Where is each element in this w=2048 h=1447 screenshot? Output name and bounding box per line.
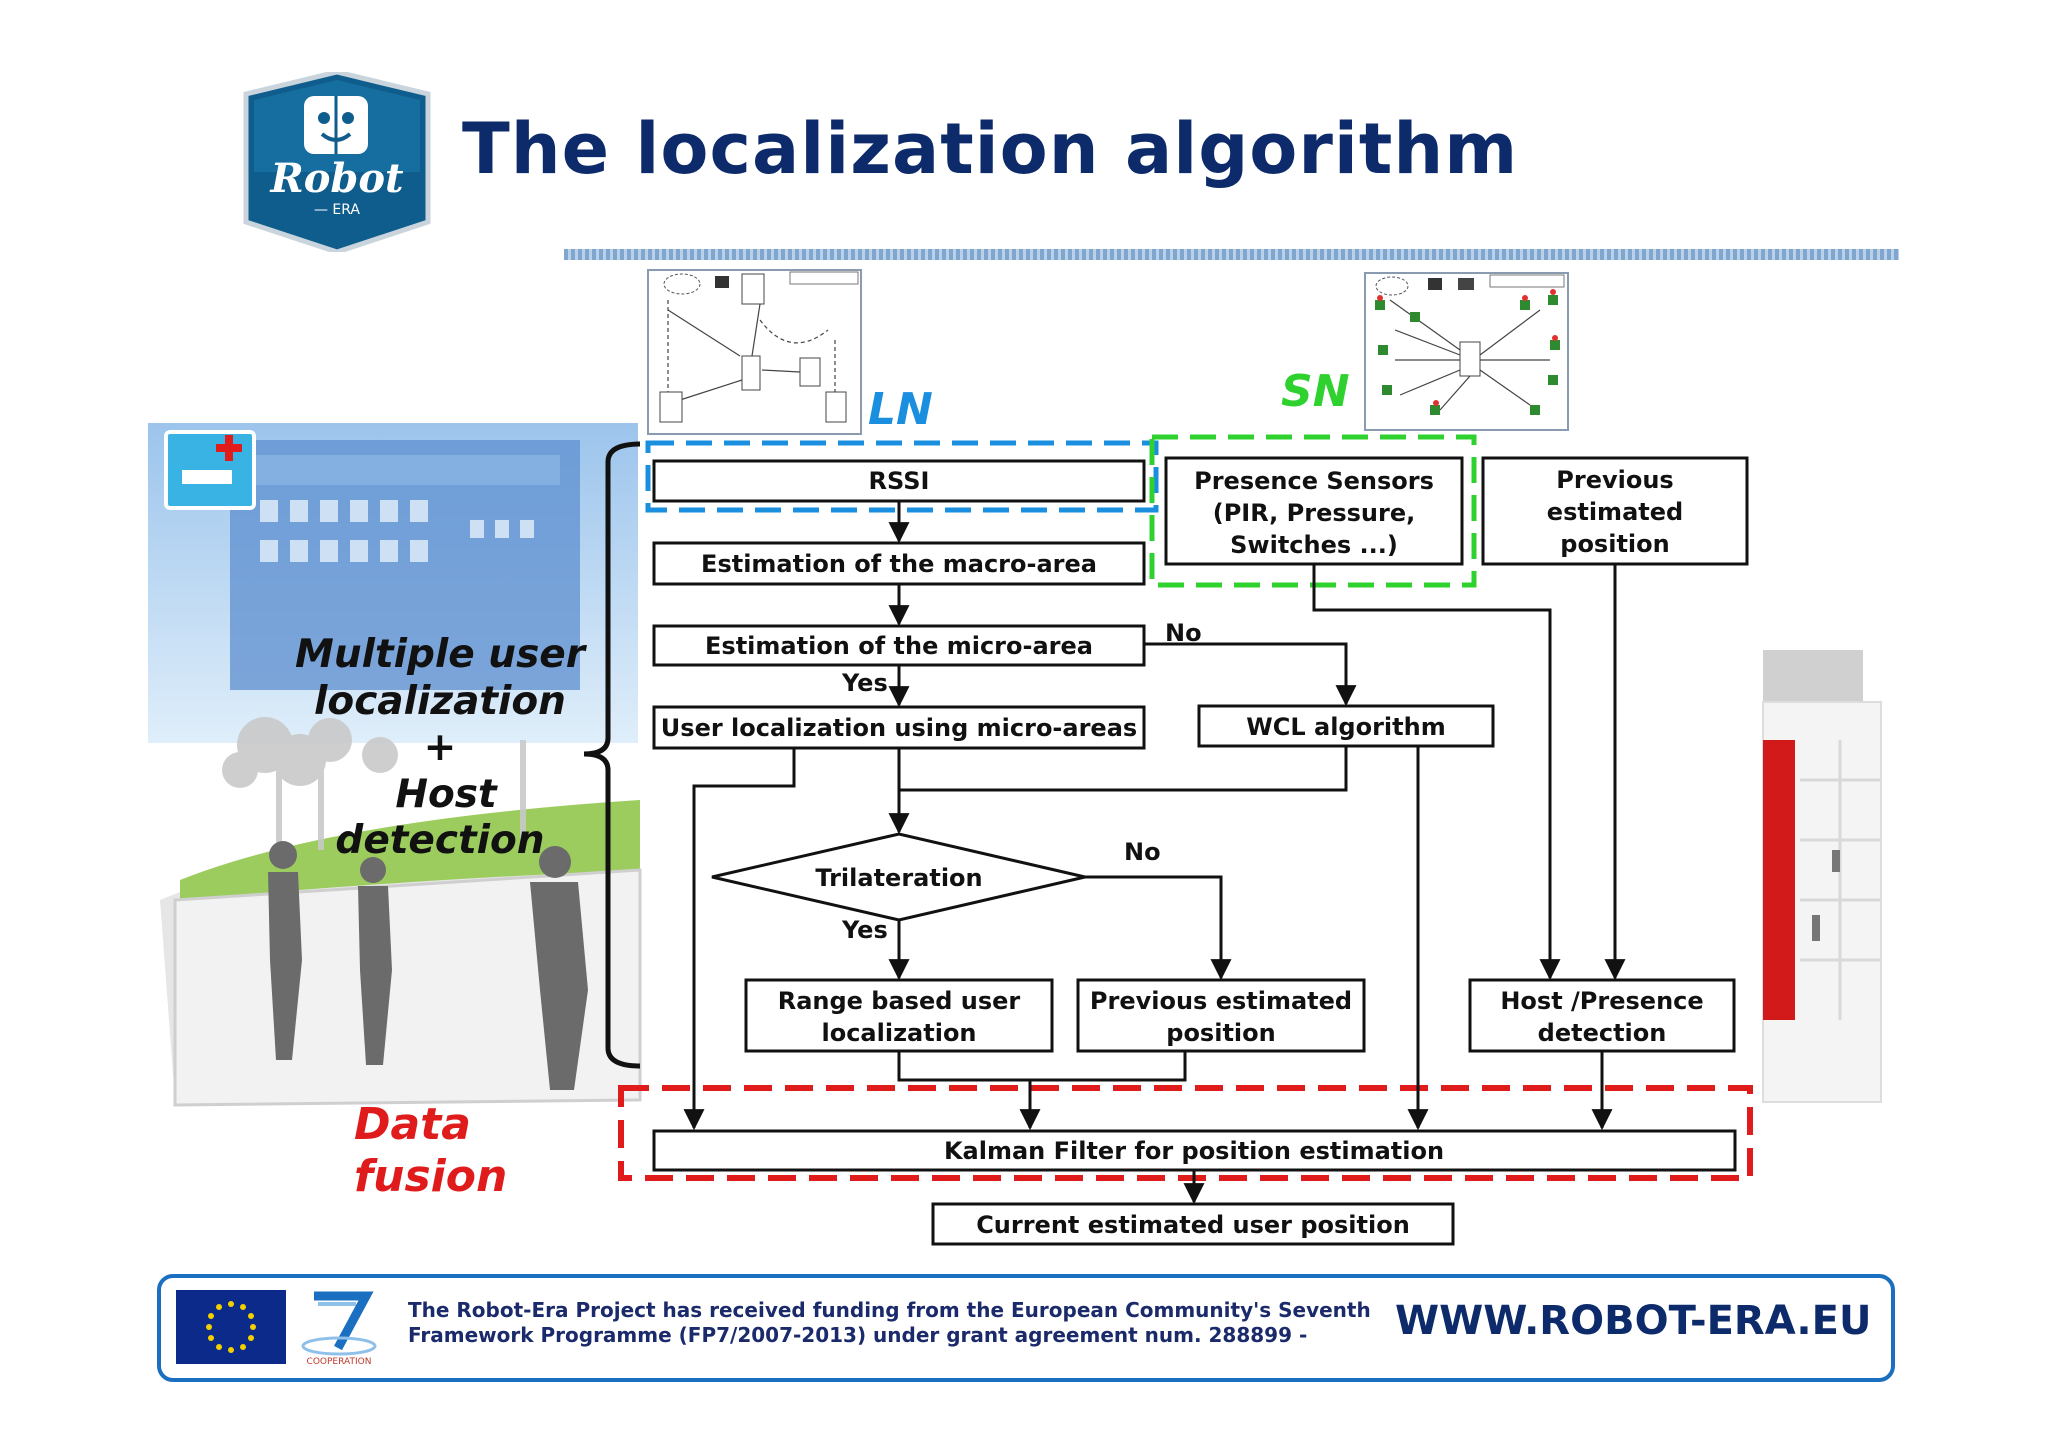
range-line1: Range based user xyxy=(778,987,1021,1015)
side-label-line2: localization xyxy=(314,679,566,724)
data-fusion-label-line2: fusion xyxy=(354,1151,507,1202)
side-label-line3: Host xyxy=(395,772,498,817)
presence-line3: Switches ...) xyxy=(1230,531,1398,559)
previous-estimated-box xyxy=(1076,978,1366,1053)
footer-panel xyxy=(157,1274,1895,1382)
macro-area-label: Estimation of the macro-area xyxy=(701,550,1097,578)
data-fusion-outline xyxy=(618,1085,1753,1181)
rssi-box xyxy=(652,459,1146,503)
logo-subtext: — ERA xyxy=(314,202,360,218)
previous-position-box xyxy=(1481,456,1749,566)
host-presence-box xyxy=(1468,978,1736,1053)
presence-line1: Presence Sensors xyxy=(1194,467,1434,495)
page-title: The localization algorithm xyxy=(462,108,1519,190)
presence-line2: (PIR, Pressure, xyxy=(1213,499,1415,527)
micro-area-label: Estimation of the micro-area xyxy=(705,632,1093,660)
robot-era-logo-icon: Robot — ERA xyxy=(243,72,431,252)
side-label-line4: detection xyxy=(335,818,544,863)
sn-label: SN xyxy=(1281,366,1350,417)
host-line2: detection xyxy=(1538,1019,1667,1047)
wcl-algorithm-box xyxy=(1197,704,1495,748)
logo-text: Robot xyxy=(269,155,404,202)
ln-network-sketch xyxy=(647,269,862,435)
previous-line1: Previous xyxy=(1556,466,1673,494)
grouping-brace xyxy=(583,441,641,1069)
previous-estimated-line2: position xyxy=(1166,1019,1275,1047)
yes-label-micro: Yes xyxy=(841,669,888,697)
previous-line2: estimated xyxy=(1547,498,1683,526)
current-position-label: Current estimated user position xyxy=(976,1211,1410,1239)
hospital-scene-illustration xyxy=(148,423,642,1107)
trilateration-label: Trilateration xyxy=(815,864,982,892)
user-localization-label: User localization using micro-areas xyxy=(661,714,1137,742)
no-label-micro: No xyxy=(1165,619,1202,647)
side-label-line1: Multiple user xyxy=(295,632,588,677)
ln-group-outline xyxy=(645,440,1159,513)
current-position-box xyxy=(931,1202,1455,1246)
funding-statement: The Robot-Era Project has received fundi… xyxy=(408,1298,1371,1347)
flow-connectors xyxy=(683,501,1626,1205)
fp7-logo-icon: COOPERATION xyxy=(301,1291,377,1367)
data-fusion-label-line1: Data xyxy=(354,1099,471,1150)
kalman-filter-box xyxy=(652,1129,1737,1172)
no-label-trilateration: No xyxy=(1124,838,1161,866)
eu-flag-icon xyxy=(176,1290,286,1364)
previous-estimated-line1: Previous estimated xyxy=(1090,987,1352,1015)
rssi-label: RSSI xyxy=(869,467,930,495)
website-url[interactable]: WWW.ROBOT-ERA.EU xyxy=(1395,1298,1872,1344)
kalman-label: Kalman Filter for position estimation xyxy=(944,1137,1444,1165)
yes-label-trilateration: Yes xyxy=(841,916,888,944)
title-divider xyxy=(564,249,1899,260)
presence-sensors-box xyxy=(1164,456,1464,566)
range-line2: localization xyxy=(821,1019,976,1047)
host-line1: Host /Presence xyxy=(1500,987,1703,1015)
ln-label: LN xyxy=(868,384,933,435)
room-scene-illustration xyxy=(1762,650,1882,1103)
wcl-label: WCL algorithm xyxy=(1246,713,1445,741)
sn-network-sketch xyxy=(1364,272,1569,431)
cooperation-label: COOPERATION xyxy=(307,1357,372,1367)
previous-line3: position xyxy=(1560,530,1669,558)
side-label-plus: + xyxy=(424,725,457,770)
